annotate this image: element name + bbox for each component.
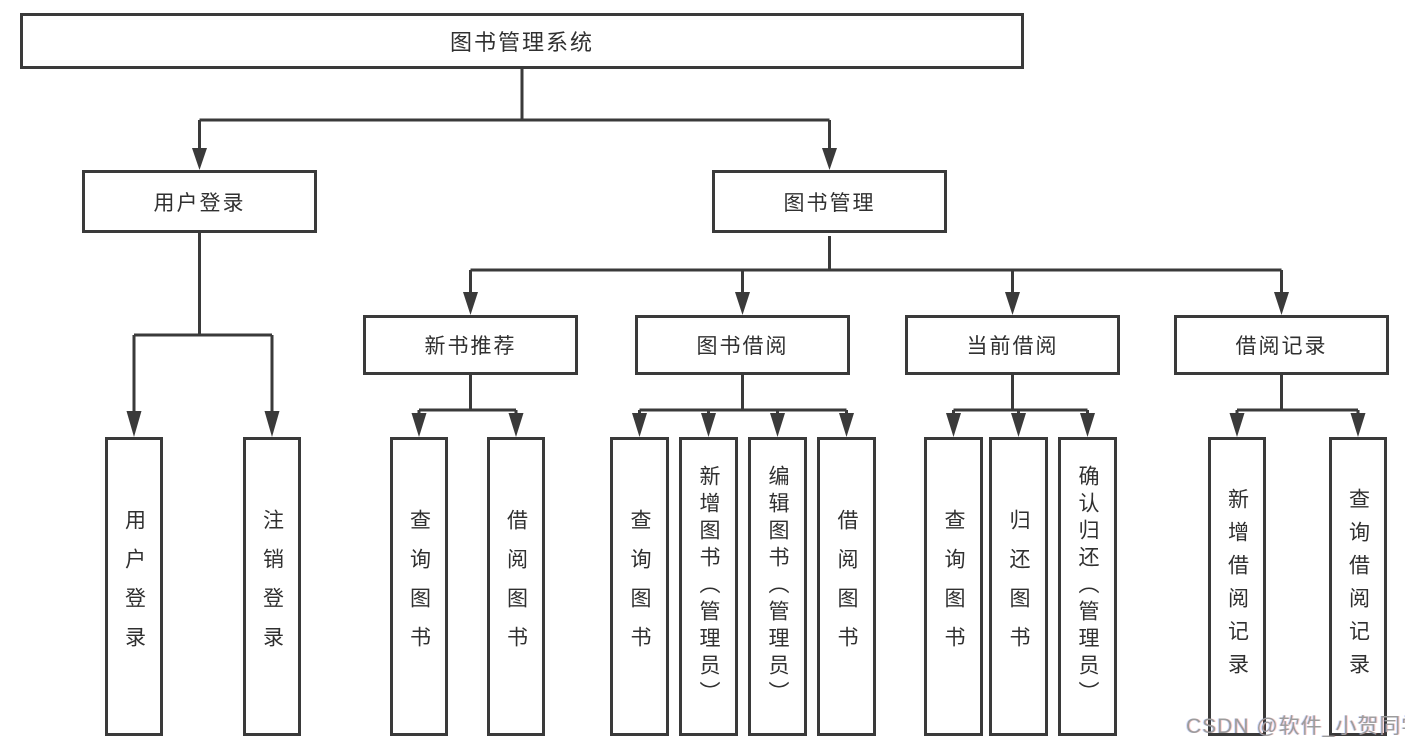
node-label: 当前借阅 (966, 335, 1059, 358)
node-label: 借阅图书 (835, 508, 858, 665)
node-user-login: 用户登录 (82, 170, 317, 233)
node-label: 查询图书 (942, 508, 965, 665)
node-label: 借阅记录 (1235, 335, 1328, 358)
node-library-management-system: 图书管理系统 (20, 13, 1024, 69)
node-label: 查询借阅记录 (1346, 487, 1370, 686)
leaf-borrow-books-recommend: 借阅图书 (487, 437, 545, 736)
csdn-watermark: CSDN @软件_小贺同学 (1186, 715, 1405, 738)
node-label: 新增图书（管理员） (697, 465, 720, 708)
node-current-borrowing: 当前借阅 (905, 315, 1120, 375)
node-borrowing-records: 借阅记录 (1174, 315, 1389, 375)
node-label: 图书借阅 (696, 335, 789, 358)
node-label: 归还图书 (1007, 508, 1030, 665)
node-book-management: 图书管理 (712, 170, 947, 233)
node-label: 查询图书 (628, 508, 651, 665)
node-label: 查询图书 (407, 508, 431, 665)
node-label: 用户登录 (122, 508, 146, 665)
leaf-edit-book-admin: 编辑图书（管理员） (748, 437, 807, 736)
node-label: 新增借阅记录 (1225, 487, 1249, 686)
leaf-borrow-books: 借阅图书 (817, 437, 876, 736)
node-book-borrowing: 图书借阅 (635, 315, 850, 375)
node-label: 图书管理 (783, 191, 876, 215)
node-label: 编辑图书（管理员） (766, 465, 789, 708)
leaf-return-books: 归还图书 (989, 437, 1048, 736)
leaf-query-books-current: 查询图书 (924, 437, 983, 736)
node-new-book-recommendation: 新书推荐 (363, 315, 578, 375)
node-label: 图书管理系统 (449, 30, 594, 55)
leaf-confirm-return-admin: 确认归还（管理员） (1058, 437, 1117, 736)
node-label: 新书推荐 (424, 335, 517, 358)
node-label: 注销登录 (260, 508, 284, 665)
leaf-add-book-admin: 新增图书（管理员） (679, 437, 738, 736)
node-label: 确认归还（管理员） (1076, 465, 1099, 708)
leaf-add-borrow-record: 新增借阅记录 (1208, 437, 1266, 736)
leaf-logout: 注销登录 (243, 437, 301, 736)
leaf-query-borrow-record: 查询借阅记录 (1329, 437, 1387, 736)
node-label: 用户登录 (153, 191, 246, 215)
leaf-query-books-borrow: 查询图书 (610, 437, 669, 736)
node-label: 借阅图书 (504, 508, 528, 665)
leaf-user-login: 用户登录 (105, 437, 163, 736)
leaf-query-books-recommend: 查询图书 (390, 437, 448, 736)
